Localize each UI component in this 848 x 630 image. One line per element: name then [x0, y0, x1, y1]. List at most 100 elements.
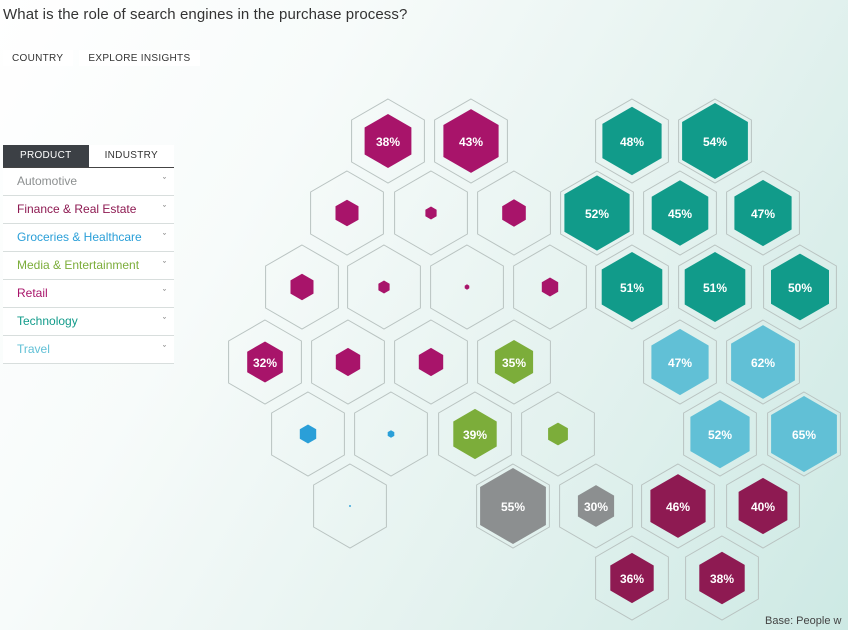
hex-value-mark — [453, 408, 497, 460]
hex-value-label: 46% — [666, 500, 690, 514]
hex-value-label: 51% — [620, 281, 644, 295]
hex-cell[interactable] — [313, 463, 387, 549]
hex-cell[interactable]: 50% — [763, 244, 837, 330]
hex-value-mark — [387, 430, 395, 438]
hex-value-label: 32% — [253, 356, 277, 370]
hex-outline — [643, 170, 717, 256]
hex-cell[interactable]: 65% — [767, 391, 841, 477]
hex-cell[interactable]: 52% — [683, 391, 757, 477]
hex-outline — [434, 98, 508, 184]
hex-cell[interactable] — [347, 244, 421, 330]
hex-outline — [513, 244, 587, 330]
hex-cell[interactable] — [477, 170, 551, 256]
hex-value-label: 51% — [703, 281, 727, 295]
hex-value-mark — [577, 485, 615, 527]
category-item-finance-real-estate[interactable]: Finance & Real Estate ˇ — [3, 196, 174, 224]
hex-value-label: 52% — [585, 207, 609, 221]
hex-cell[interactable]: 39% — [438, 391, 512, 477]
hex-value-mark — [682, 103, 748, 179]
hex-cell[interactable]: 51% — [595, 244, 669, 330]
hex-cell[interactable]: 48% — [595, 98, 669, 184]
hex-cell[interactable] — [265, 244, 339, 330]
hex-value-mark — [290, 273, 314, 301]
hex-cell[interactable] — [271, 391, 345, 477]
hex-cell[interactable]: 47% — [726, 170, 800, 256]
hex-outline — [595, 244, 669, 330]
hex-outline — [678, 244, 752, 330]
hex-outline — [641, 463, 715, 549]
hex-cell[interactable]: 46% — [641, 463, 715, 549]
hex-value-mark — [651, 328, 709, 396]
chevron-down-icon: ˇ — [163, 260, 166, 270]
hex-outline — [438, 391, 512, 477]
hex-value-label: 38% — [376, 135, 400, 149]
tab-explore-insights[interactable]: EXPLORE INSIGHTS — [79, 50, 201, 66]
hex-value-mark — [548, 422, 568, 446]
hex-outline — [265, 244, 339, 330]
hex-cell[interactable] — [354, 391, 428, 477]
hex-cell[interactable]: 54% — [678, 98, 752, 184]
hex-value-mark — [502, 199, 526, 227]
hex-outline — [394, 170, 468, 256]
hex-cell[interactable]: 45% — [643, 170, 717, 256]
hex-outline — [477, 170, 551, 256]
hex-cell[interactable]: 36% — [595, 535, 669, 621]
hex-value-label: 65% — [792, 428, 816, 442]
hex-value-mark — [247, 341, 283, 383]
hex-cell[interactable]: 32% — [228, 319, 302, 405]
chevron-down-icon: ˇ — [163, 344, 166, 354]
hex-cell[interactable] — [394, 170, 468, 256]
chevron-down-icon: ˇ — [163, 204, 166, 214]
chevron-down-icon: ˇ — [163, 232, 166, 242]
hex-cell[interactable]: 38% — [351, 98, 425, 184]
hex-outline — [685, 535, 759, 621]
chevron-down-icon: ˇ — [163, 316, 166, 326]
hex-cell[interactable]: 38% — [685, 535, 759, 621]
hex-cell[interactable]: 43% — [434, 98, 508, 184]
hex-cell[interactable]: 35% — [477, 319, 551, 405]
hex-cell[interactable]: 47% — [643, 319, 717, 405]
hex-value-label: 30% — [584, 500, 608, 514]
hex-value-mark — [699, 551, 745, 605]
hex-cell[interactable]: 55% — [476, 463, 550, 549]
hex-value-mark — [364, 114, 412, 168]
hex-outline — [354, 391, 428, 477]
tab-product[interactable]: PRODUCT — [3, 145, 89, 167]
hex-value-label: 48% — [620, 135, 644, 149]
tab-country[interactable]: COUNTRY — [3, 50, 74, 66]
hex-outline — [643, 319, 717, 405]
hex-cell[interactable]: 52% — [560, 170, 634, 256]
hex-value-label: 43% — [459, 135, 483, 149]
hex-value-mark — [335, 199, 359, 227]
hex-cell[interactable] — [430, 244, 504, 330]
hex-cell[interactable] — [521, 391, 595, 477]
hex-cell[interactable] — [310, 170, 384, 256]
hex-value-mark — [494, 340, 534, 384]
hex-value-label: 40% — [751, 500, 775, 514]
hex-outline — [228, 319, 302, 405]
hex-outline — [767, 391, 841, 477]
category-label: Finance & Real Estate — [17, 202, 137, 216]
hex-cell[interactable] — [513, 244, 587, 330]
hex-value-label: 36% — [620, 572, 644, 586]
hex-cell[interactable] — [311, 319, 385, 405]
hex-value-mark — [378, 280, 390, 294]
hex-cell[interactable]: 40% — [726, 463, 800, 549]
hex-value-mark — [541, 277, 559, 297]
tab-industry[interactable]: INDUSTRY — [88, 145, 174, 167]
hex-outline — [726, 463, 800, 549]
hex-cell[interactable]: 51% — [678, 244, 752, 330]
top-nav-tabs: COUNTRY EXPLORE INSIGHTS — [3, 50, 206, 66]
hex-cell[interactable] — [394, 319, 468, 405]
hex-cell[interactable]: 62% — [726, 319, 800, 405]
hex-outline — [271, 391, 345, 477]
hex-cell[interactable]: 30% — [559, 463, 633, 549]
